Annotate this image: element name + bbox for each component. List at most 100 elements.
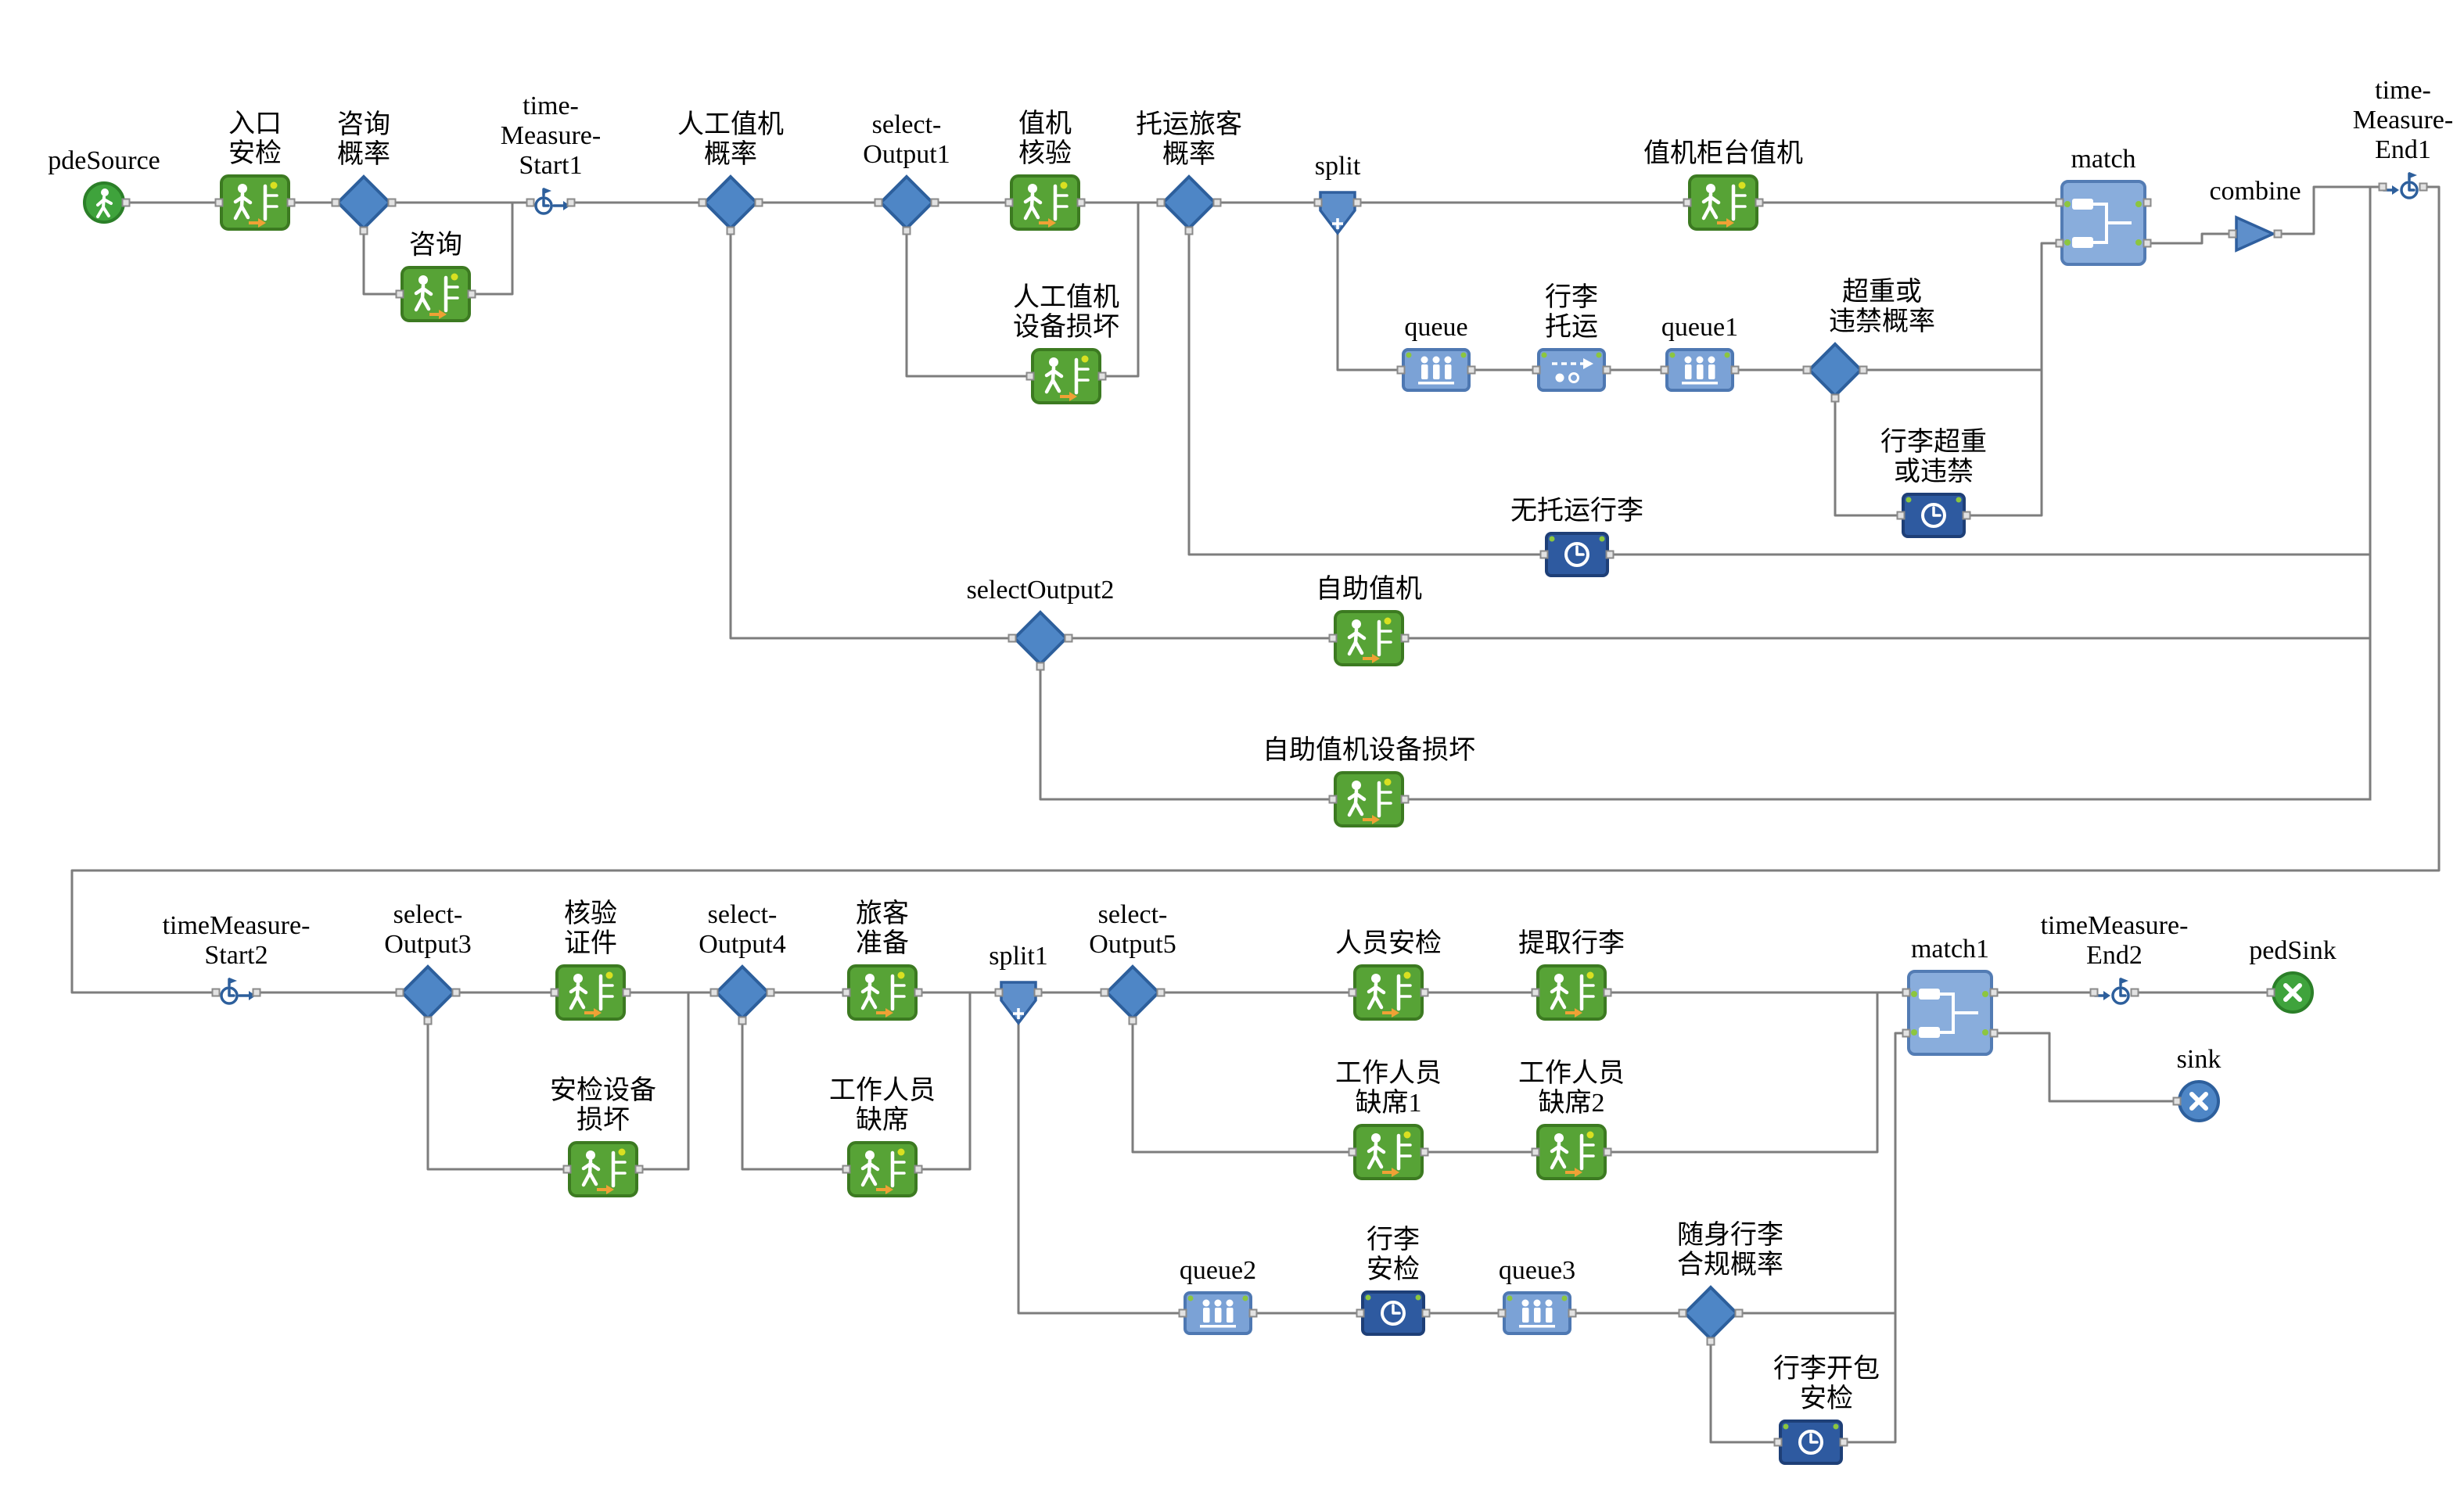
- select-output-diamond-icon: [336, 174, 392, 231]
- block-match[interactable]: [2055, 179, 2152, 267]
- block-match1[interactable]: [1902, 969, 1999, 1057]
- block-staffAbsent1[interactable]: [1348, 1123, 1429, 1181]
- port: [1328, 795, 1338, 804]
- select-output-diamond-icon: [878, 174, 935, 231]
- block-passengerPrep[interactable]: [842, 964, 923, 1021]
- block-checkedBaggageProb[interactable]: [1156, 174, 1222, 235]
- block-label-consult: 咨询: [409, 230, 462, 260]
- block-selfCheckin[interactable]: [1328, 609, 1410, 667]
- port: [994, 988, 1004, 997]
- connector-11: [1101, 201, 1140, 378]
- port: [709, 988, 719, 997]
- port: [2419, 182, 2428, 192]
- block-timeMeasureStart1[interactable]: [526, 185, 576, 220]
- block-selectOutput1[interactable]: [874, 174, 939, 235]
- queue-people-icon: [1665, 347, 1735, 393]
- block-split[interactable]: [1313, 189, 1362, 236]
- service-person-gate-icon: [846, 1140, 918, 1198]
- block-entranceSecurity[interactable]: [214, 174, 296, 232]
- port: [1178, 1308, 1187, 1318]
- service-person-gate-icon: [1536, 1123, 1607, 1181]
- block-selfCheckinBroken[interactable]: [1328, 770, 1410, 828]
- block-pedSink[interactable]: [2266, 971, 2315, 1014]
- port: [1896, 511, 1905, 520]
- service-person-gate-icon: [1333, 609, 1405, 667]
- block-sink[interactable]: [2172, 1079, 2221, 1123]
- service-person-gate-icon: [1352, 1123, 1424, 1181]
- block-split1[interactable]: [994, 979, 1043, 1026]
- service-person-gate-icon: [1009, 174, 1081, 232]
- port: [214, 198, 224, 207]
- block-combine[interactable]: [2228, 211, 2283, 257]
- port: [1602, 365, 1611, 375]
- block-staffAbsent2[interactable]: [1531, 1123, 1612, 1181]
- block-personnelSecurity[interactable]: [1348, 964, 1429, 1021]
- connector-52: [1737, 1032, 1908, 1315]
- port: [2143, 239, 2152, 248]
- block-label-baggageSecurity: 行李 安检: [1367, 1225, 1420, 1284]
- block-queue1[interactable]: [1660, 347, 1740, 393]
- block-baggageClaim[interactable]: [1531, 964, 1612, 1021]
- block-staffAbsent[interactable]: [842, 1140, 923, 1198]
- block-counterCheckin[interactable]: [1683, 174, 1764, 232]
- block-timeMeasureStart2[interactable]: [211, 975, 261, 1010]
- block-baggageConveyor[interactable]: [1532, 347, 1611, 393]
- block-queue2[interactable]: [1178, 1290, 1258, 1336]
- port: [874, 198, 883, 207]
- block-label-split1: split1: [989, 941, 1048, 971]
- block-securityEquipBroken[interactable]: [562, 1140, 644, 1198]
- queue-people-icon: [1502, 1290, 1572, 1336]
- port: [1683, 198, 1692, 207]
- service-person-gate-icon: [1352, 964, 1424, 1021]
- port: [286, 198, 296, 207]
- block-label-overweightDelay: 行李超重 或违禁: [1880, 427, 1987, 486]
- block-label-selfCheckinBroken: 自助值机设备损坏: [1263, 735, 1475, 765]
- block-timeMeasureEnd2[interactable]: [2089, 975, 2139, 1010]
- port: [1156, 988, 1166, 997]
- block-checkinVerify[interactable]: [1004, 174, 1086, 232]
- block-overweightProb[interactable]: [1802, 342, 1868, 403]
- block-selectOutput2[interactable]: [1008, 610, 1073, 671]
- block-label-personnelSecurity: 人员安检: [1335, 928, 1442, 958]
- service-person-gate-icon: [1687, 174, 1759, 232]
- port: [622, 988, 631, 997]
- port: [1025, 372, 1035, 381]
- port: [2055, 239, 2064, 248]
- port: [1734, 1308, 1744, 1318]
- block-consult[interactable]: [395, 265, 476, 323]
- port: [1352, 198, 1362, 207]
- block-manualCheckinProb[interactable]: [698, 174, 763, 235]
- port: [1531, 1147, 1540, 1157]
- block-baggageSecurity[interactable]: [1356, 1290, 1431, 1337]
- service-person-gate-icon: [219, 174, 291, 232]
- block-label-split: split: [1314, 151, 1361, 181]
- connector-13: [1187, 229, 1546, 556]
- connector-40: [917, 991, 972, 1171]
- select-output-diamond-icon: [1012, 610, 1069, 666]
- block-overweightDelay[interactable]: [1896, 492, 1971, 539]
- block-manualCheckinBroken[interactable]: [1025, 347, 1107, 405]
- block-noCheckedBaggage[interactable]: [1539, 531, 1615, 578]
- block-queue[interactable]: [1396, 347, 1476, 393]
- block-selectOutput3[interactable]: [395, 964, 461, 1025]
- block-baggageOpenCheck[interactable]: [1773, 1419, 1848, 1466]
- port: [359, 226, 368, 235]
- block-verifyDocuments[interactable]: [550, 964, 631, 1021]
- block-label-manualCheckinProb: 人工值机 概率: [677, 109, 784, 169]
- block-selectOutput4[interactable]: [709, 964, 775, 1025]
- port: [1467, 365, 1476, 375]
- block-pdeSource[interactable]: [82, 181, 131, 224]
- select-output-diamond-icon: [714, 964, 770, 1021]
- select-output-diamond-icon: [1683, 1285, 1739, 1341]
- block-timeMeasureEnd1[interactable]: [2378, 170, 2428, 204]
- block-selectOutput5[interactable]: [1100, 964, 1166, 1025]
- time-measure-start-icon: [530, 185, 571, 220]
- port: [1400, 634, 1410, 643]
- port: [121, 198, 131, 207]
- port: [1328, 634, 1338, 643]
- connector-3: [362, 229, 401, 296]
- block-carryOnComplianceProb[interactable]: [1678, 1285, 1744, 1346]
- block-queue3[interactable]: [1497, 1290, 1577, 1336]
- block-consultProb[interactable]: [331, 174, 397, 235]
- port: [1076, 198, 1086, 207]
